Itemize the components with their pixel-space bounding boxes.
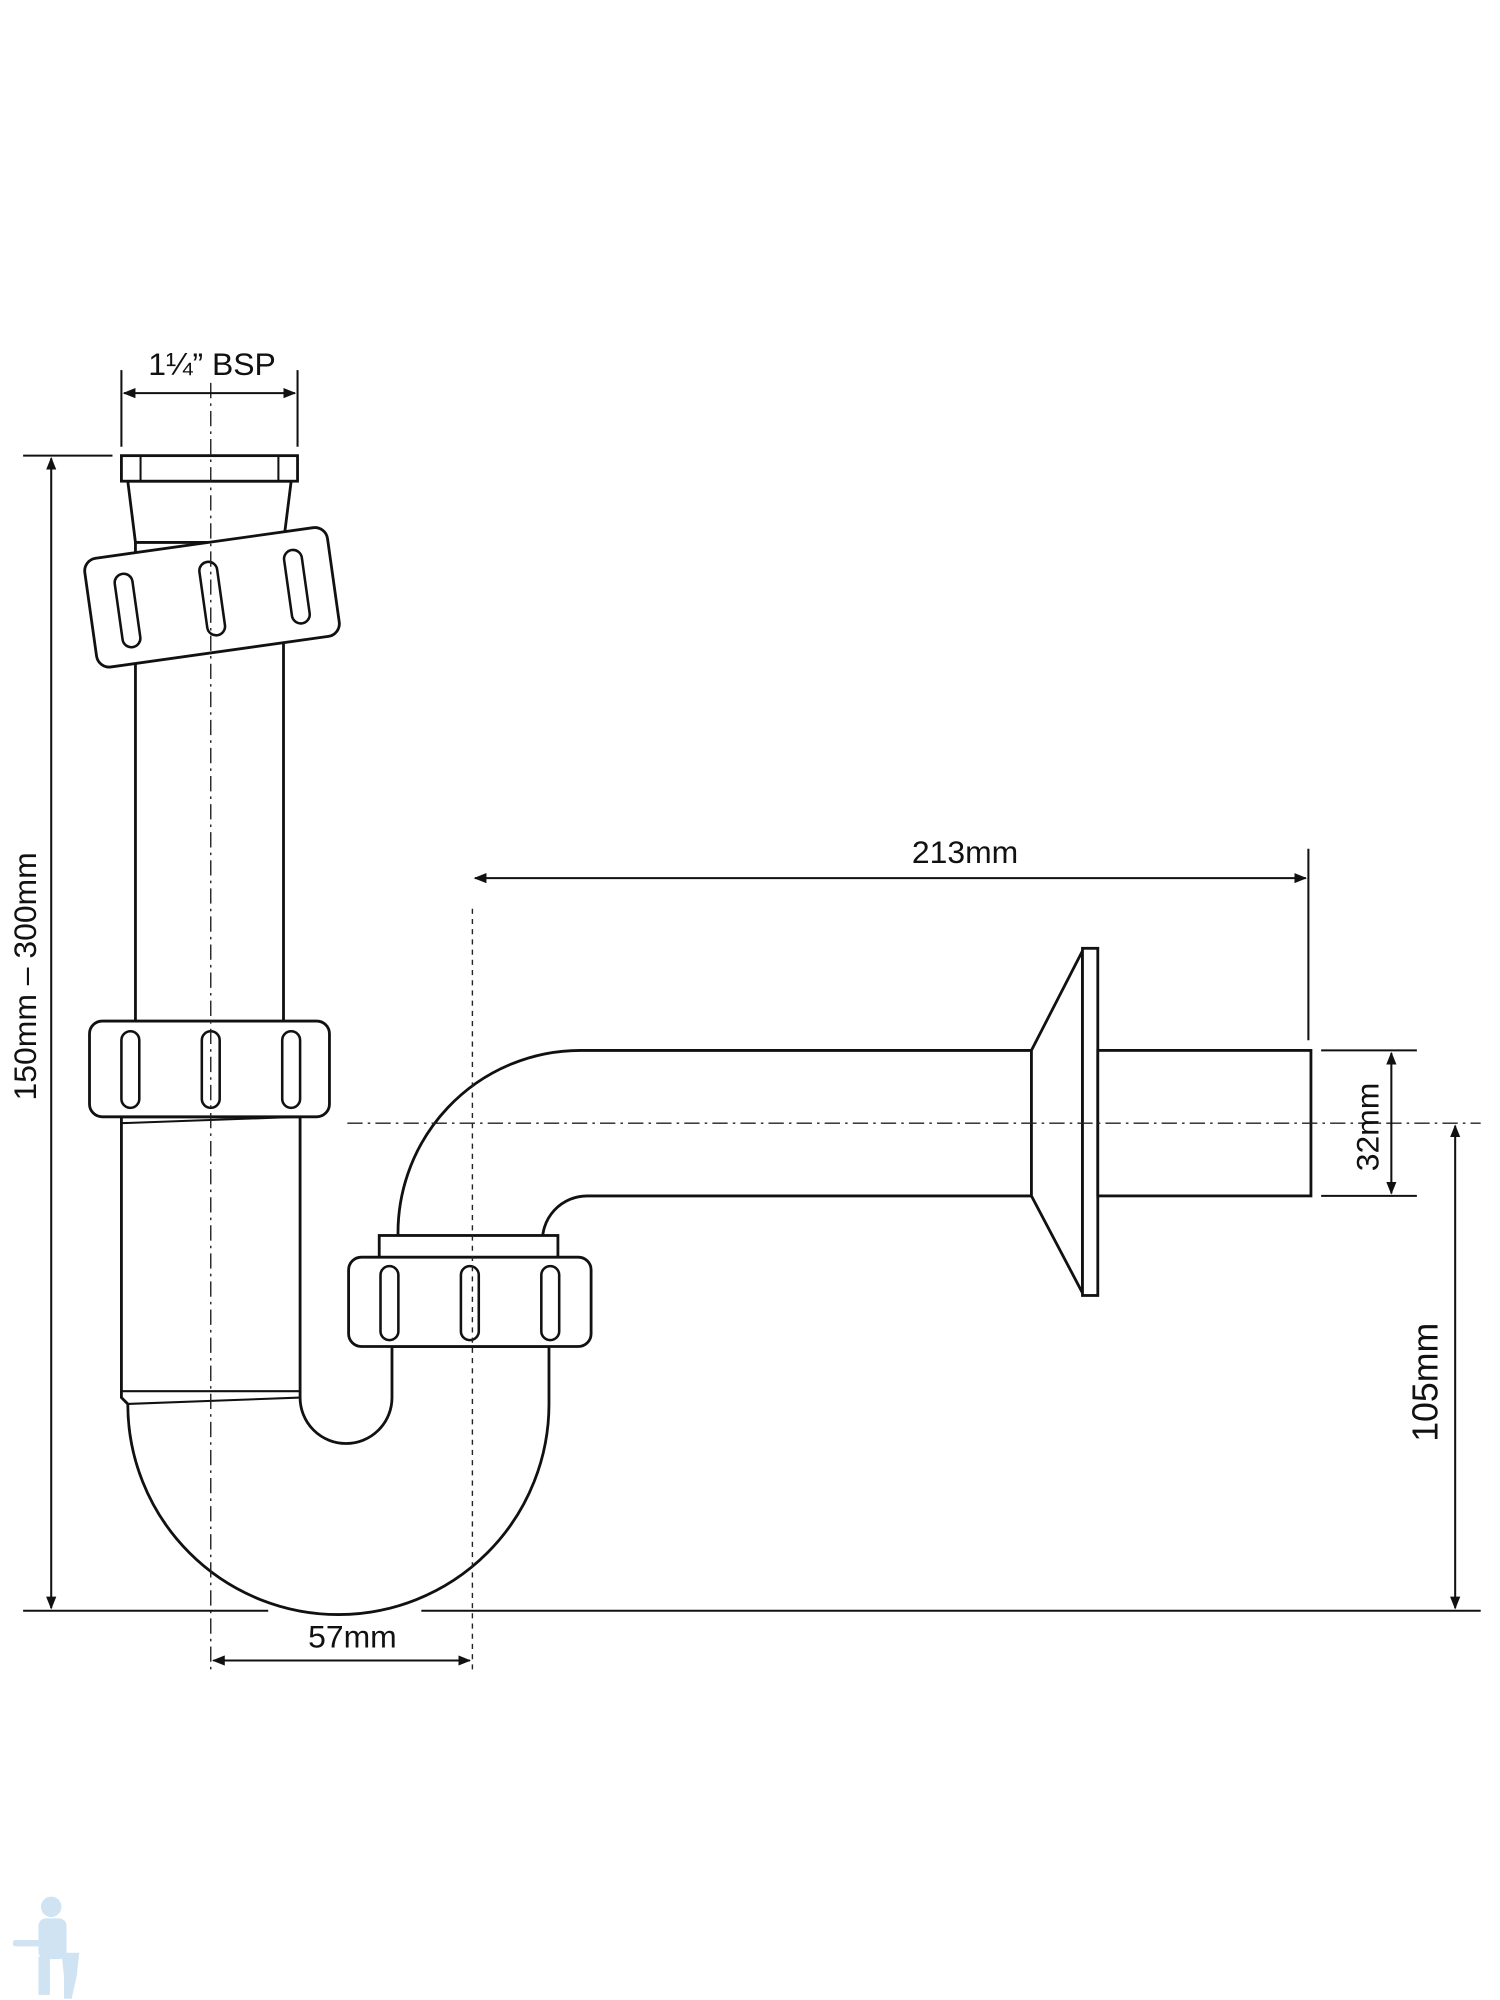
outlet-diameter-label: 32mm [1350,1083,1386,1172]
wall-flange [1030,950,1084,1294]
outlet-height-label: 105mm [1405,1323,1445,1442]
offset-label: 57mm [308,1619,397,1655]
dimension-lines [23,370,1481,1666]
inlet-thread-label: 1¼” BSP [148,346,276,382]
plumber-watermark-icon [12,1896,80,1999]
top-nut [83,526,341,669]
trap-body [83,454,1313,1616]
inlet-washer [120,454,299,483]
lower-nut [347,1255,593,1348]
outlet-length-label: 213mm [912,834,1018,870]
height-range-label: 150mm – 300mm [7,852,43,1100]
middle-nut [88,1019,331,1119]
